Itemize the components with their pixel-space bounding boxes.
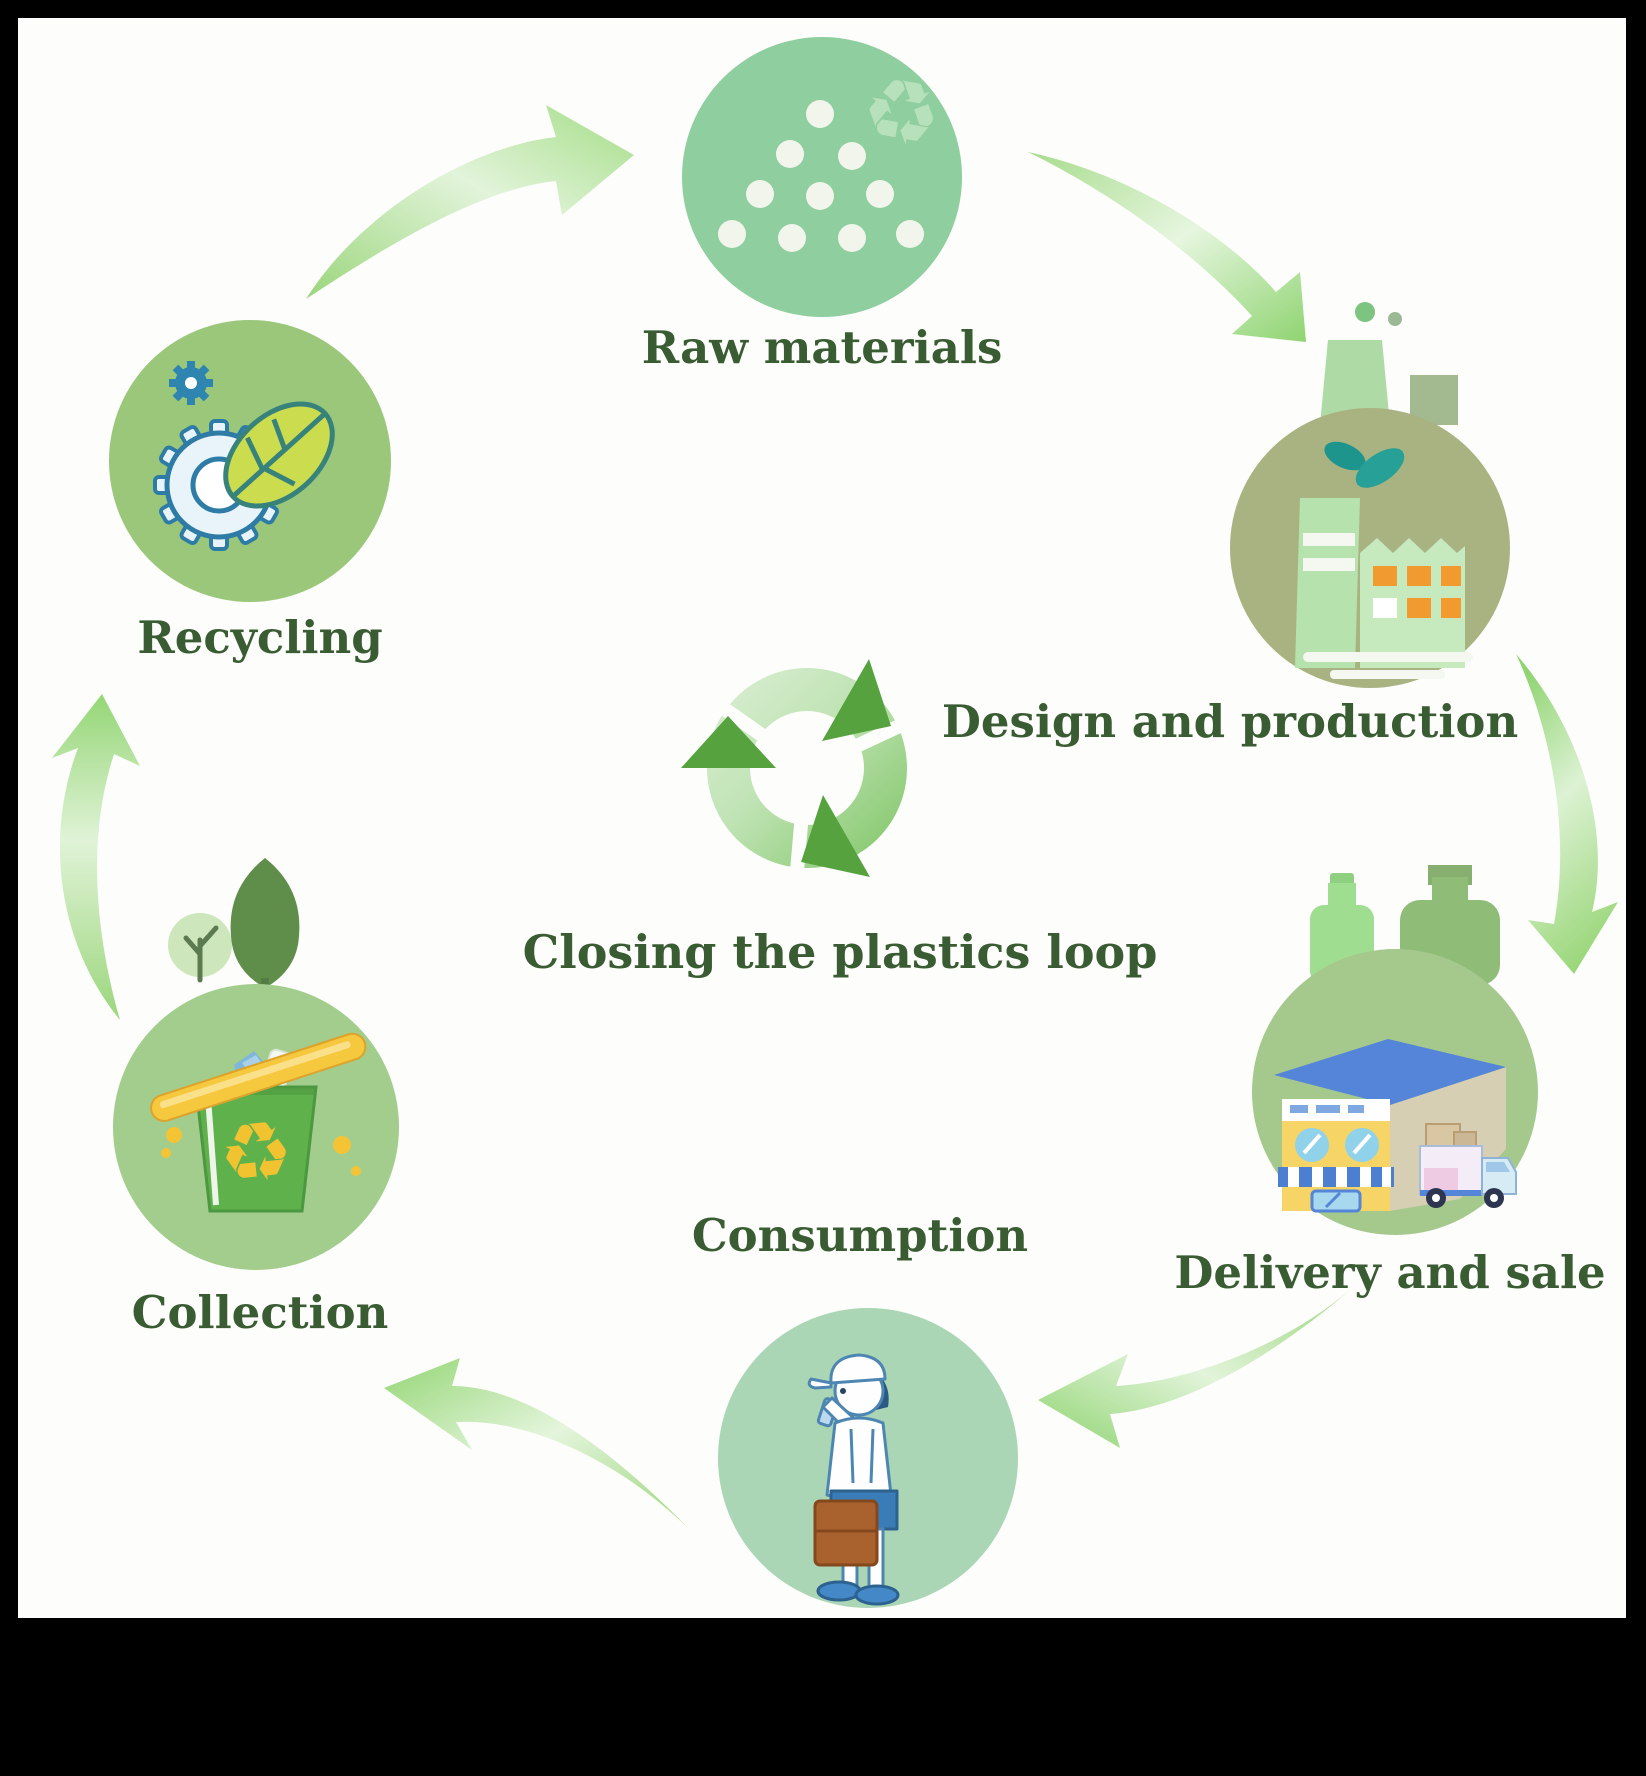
arrow-raw-materials-to-design-icon	[1028, 152, 1306, 342]
label-delivery-and-sale: Delivery and sale	[1174, 1246, 1606, 1299]
recycle-loop-icon	[681, 659, 909, 877]
plastic-pellets-recycle-icon: ♻	[718, 55, 949, 252]
node-circle-design-and-production	[1230, 408, 1510, 688]
center-title: Closing the plastics loop	[522, 925, 1158, 979]
node-circle-recycling	[109, 320, 391, 602]
node-circle-consumption	[718, 1308, 1018, 1608]
small-gear-icon	[169, 361, 213, 405]
eco-factory-icon	[1295, 441, 1473, 679]
arrow-delivery-to-consumption-icon	[1038, 1290, 1350, 1448]
gear-leaf-icon	[153, 361, 335, 551]
svg-text:♻: ♻	[854, 55, 950, 170]
arrow-collection-to-recycling-icon	[52, 694, 140, 1020]
node-circle-raw-materials: ♻	[682, 37, 962, 317]
storefront-truck-icon	[1274, 1039, 1517, 1213]
node-circle-delivery-and-sale	[1252, 949, 1538, 1235]
trees-icon	[168, 858, 300, 1000]
arrow-design-to-delivery-icon	[1516, 654, 1618, 974]
arrow-consumption-to-collection-icon	[384, 1358, 688, 1528]
arrow-recycling-to-raw-materials-icon	[306, 105, 634, 299]
delivery-truck-icon	[1419, 1123, 1517, 1208]
label-recycling: Recycling	[137, 611, 383, 664]
label-design-and-production: Design and production	[941, 695, 1519, 748]
label-collection: Collection	[131, 1286, 389, 1339]
recycle-bin-icon: ♻	[150, 1032, 367, 1213]
factory-smoke-icon	[1355, 302, 1402, 326]
label-consumption: Consumption	[691, 1209, 1029, 1262]
leaf-icon	[223, 401, 335, 509]
person-drinking-icon	[807, 1353, 900, 1606]
node-circle-collection: ♻	[113, 984, 399, 1270]
label-raw-materials: Raw materials	[641, 321, 1003, 374]
svg-text:♻: ♻	[214, 1102, 297, 1204]
